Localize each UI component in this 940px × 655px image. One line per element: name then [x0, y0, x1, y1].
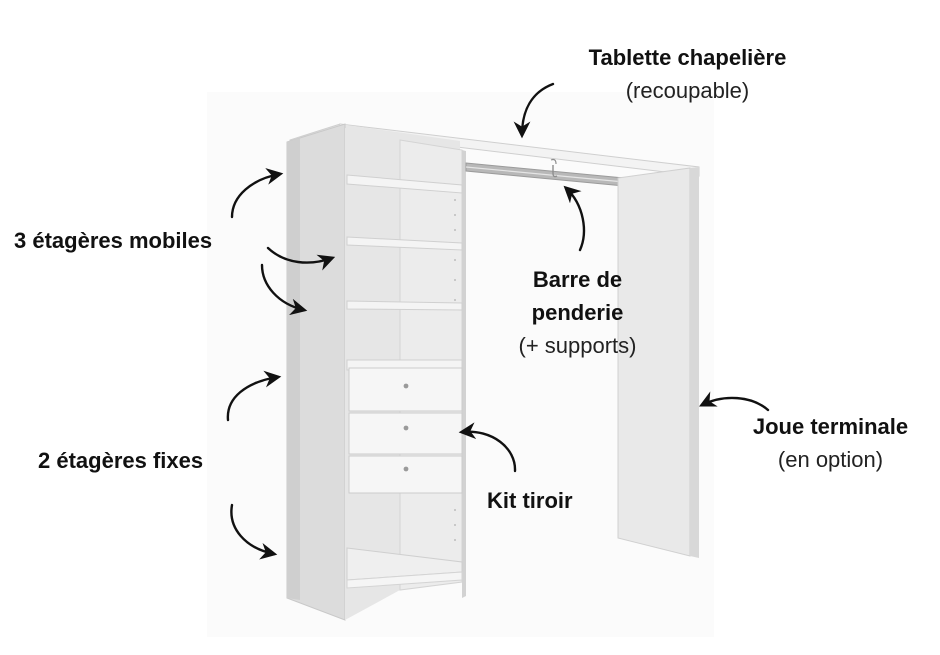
- fixed-shelf-bottom: [346, 547, 463, 589]
- curved-arrow-icon: [226, 370, 282, 422]
- curved-arrow-icon: [458, 422, 517, 473]
- label-barre: Barre de penderie (+ supports): [490, 263, 665, 362]
- end-panel: [617, 167, 699, 558]
- label-joue-note: (en option): [777, 447, 884, 472]
- curved-arrow-icon: [230, 168, 284, 219]
- label-tablette-title: Tablette chapelière: [588, 45, 787, 70]
- label-joue: Joue terminale (en option): [728, 410, 933, 476]
- label-barre-line2: penderie: [531, 300, 624, 325]
- label-barre-line1: Barre de: [532, 267, 623, 292]
- curved-arrow-icon: [563, 185, 586, 252]
- label-kit-title: Kit tiroir: [487, 488, 573, 513]
- movable-shelves: [346, 174, 463, 311]
- label-etageres-fixes-title: 2 étagères fixes: [38, 448, 204, 473]
- curved-arrow-icon: [266, 246, 336, 271]
- label-joue-title: Joue terminale: [752, 414, 909, 439]
- label-kit: Kit tiroir: [487, 484, 607, 517]
- knob-icon: [403, 383, 409, 389]
- drawer-kit: [348, 367, 463, 494]
- knob-icon: [403, 466, 409, 472]
- label-etageres-mobiles: 3 étagères mobiles: [14, 224, 269, 257]
- label-barre-note: (+ supports): [518, 333, 637, 358]
- label-tablette: Tablette chapelière (recoupable): [560, 41, 815, 107]
- label-tablette-note: (recoupable): [625, 78, 750, 103]
- left-side-panel: [286, 123, 346, 621]
- curved-arrow-icon: [260, 263, 308, 316]
- knob-icon: [403, 425, 409, 431]
- curved-arrow-icon: [513, 82, 555, 139]
- curved-arrow-icon: [230, 503, 278, 560]
- label-etageres-fixes: 2 étagères fixes: [38, 444, 258, 477]
- label-etageres-mobiles-title: 3 étagères mobiles: [14, 228, 213, 253]
- curved-arrow-icon: [698, 391, 770, 412]
